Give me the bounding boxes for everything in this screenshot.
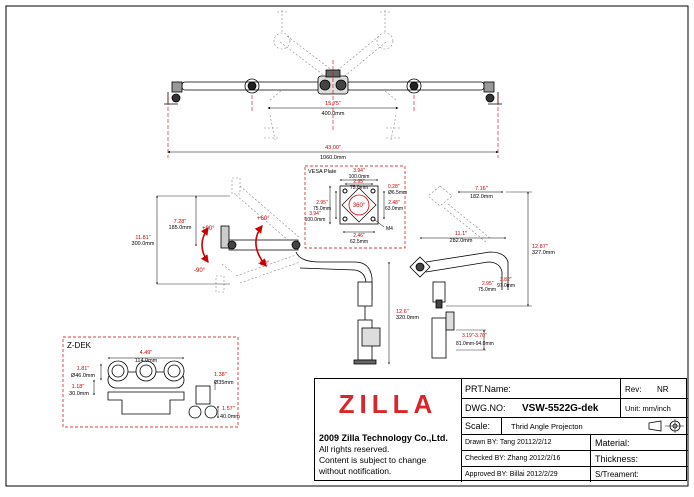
third-angle-projection-icon bbox=[648, 419, 684, 433]
right-dim-height-inch: 12.87" bbox=[532, 244, 548, 250]
projection-label: Thrid Angle Projecton bbox=[511, 421, 583, 431]
dim-top-400-inch: 15.75" bbox=[325, 101, 341, 107]
zdek-dim-d-inch: 1.38" bbox=[214, 372, 227, 378]
vesa-d4-inch: 2.95" bbox=[316, 200, 328, 206]
vesa-plate bbox=[304, 165, 406, 249]
title-block: ZILLA 2009 Zilla Technology Co.,Ltd. All… bbox=[314, 378, 688, 482]
zdek-dim-c-inch: 1.18" bbox=[72, 384, 85, 390]
right-dim-reach-mm: 282.0mm bbox=[450, 238, 473, 244]
change-note-1: Content is subject to change bbox=[319, 455, 427, 465]
dim-top-1060-mm: 1060.0mm bbox=[320, 155, 346, 161]
zdek-dim-e-inch: 1.57" bbox=[222, 406, 235, 412]
zdek-dim-e-mm: 40.0mm bbox=[220, 414, 240, 420]
side-angle-plus60: +60° bbox=[257, 216, 270, 222]
rev-value: NR bbox=[657, 384, 669, 394]
surface-treatment-label: S/Treament: bbox=[595, 470, 639, 479]
vesa-d4-mm: 75.0mm bbox=[313, 206, 331, 212]
right-dim-d5-mm: 97.0mm bbox=[497, 283, 515, 289]
right-dim-top-mm: 182.0mm bbox=[470, 194, 493, 200]
right-dim-height-mm: 327.0mm bbox=[532, 250, 555, 256]
approved-by: Approved BY: Billai 2012/2/29 bbox=[465, 471, 558, 478]
vesa-d3-mm: Ø6.5mm bbox=[388, 190, 407, 196]
vesa-d7-inch: 2.46" bbox=[353, 233, 365, 239]
change-note-2: without notification. bbox=[319, 466, 392, 476]
zilla-logo: ZILLA bbox=[315, 379, 461, 429]
side-dim-pole-mm: 320.0mm bbox=[396, 315, 419, 321]
right-dim-d4-inch: 2.95" bbox=[482, 281, 494, 287]
vesa-d1-inch: 3.94" bbox=[353, 168, 365, 174]
vesa-d1-mm: 100.0mm bbox=[349, 174, 370, 180]
unit-label: Unit: mm/inch bbox=[625, 403, 671, 413]
vesa-d5-mm: 100.0mm bbox=[305, 217, 326, 223]
top-view bbox=[164, 10, 502, 158]
vesa-d6-mm: 63.0mm bbox=[385, 206, 403, 212]
side-angle-plus90: +90° bbox=[202, 226, 215, 232]
rev-label: Rev: bbox=[625, 384, 642, 394]
vesa-d5-inch: 3.94" bbox=[309, 211, 321, 217]
right-dim-d4-mm: 75.0mm bbox=[478, 287, 496, 293]
zdek-dim-b-inch: 1.81" bbox=[77, 366, 90, 372]
vesa-d6-inch: 2.48" bbox=[388, 200, 400, 206]
zdek-dim-a-mm: 114.0mm bbox=[135, 358, 158, 364]
drawn-by: Drawn BY: Tang 20112/2/12 bbox=[465, 439, 552, 446]
side-dim-pole-inch: 12.6" bbox=[396, 309, 409, 315]
zdek-dim-b-mm: Ø46.0mm bbox=[71, 373, 96, 379]
right-dim-d5-inch: 3.82" bbox=[500, 277, 512, 283]
right-dim-clamp-mm: 81.0mm-94.0mm bbox=[456, 341, 494, 347]
zdek-dim-a-inch: 4.49" bbox=[140, 350, 153, 356]
vesa-screw: M4 bbox=[386, 226, 393, 232]
zdek-dim-d-mm: Ø35mm bbox=[214, 380, 234, 386]
dwg-no-label: DWG.NO: bbox=[465, 403, 506, 413]
vesa-d7-mm: 62.5mm bbox=[350, 239, 368, 245]
copyright-note: All rights reserved. bbox=[319, 444, 390, 454]
material-label: Material: bbox=[595, 437, 630, 448]
side-angle-minus30: -30° bbox=[258, 261, 270, 267]
right-dim-top-inch: 7.16" bbox=[475, 186, 488, 192]
checked-by: Checked BY: Zhang 2012/2/16 bbox=[465, 455, 561, 462]
right-view bbox=[409, 185, 532, 359]
thickness-label: Thickness: bbox=[595, 453, 639, 464]
scale-label: Scale: bbox=[465, 421, 491, 431]
right-dim-clamp-inch: 3.19"-3.70" bbox=[462, 333, 487, 339]
vesa-title: VESA Plate bbox=[308, 169, 336, 175]
side-dim-total-inch: 11.81" bbox=[135, 235, 150, 241]
dwg-no-value: VSW-5522G-dek bbox=[522, 402, 599, 414]
zdek-dim-c-mm: 30.0mm bbox=[69, 391, 89, 397]
prt-name-label: PRT.Name: bbox=[465, 384, 511, 394]
sheet-border bbox=[5, 5, 689, 487]
dim-top-400-mm: 400.0mm bbox=[322, 111, 345, 117]
company-info: 2009 Zilla Technology Co.,Ltd. All right… bbox=[319, 433, 461, 477]
dim-top-1060-inch: 43.00" bbox=[325, 145, 341, 151]
company-name: 2009 Zilla Technology Co.,Ltd. bbox=[319, 433, 448, 443]
zdek-frame bbox=[62, 336, 239, 428]
zdek-drawing bbox=[93, 357, 219, 419]
zdek-title: Z-DEK bbox=[67, 341, 92, 350]
vesa-rotation: 360° bbox=[353, 203, 366, 209]
side-dim-arm-inch: 7.28" bbox=[174, 219, 187, 225]
logo-text: ZILLA bbox=[338, 388, 438, 419]
vesa-d3-inch: 0.28" bbox=[388, 184, 400, 190]
side-view bbox=[156, 177, 390, 365]
side-angle-minus90: -90° bbox=[194, 268, 206, 274]
vesa-d2-mm: 75.0mm bbox=[350, 185, 368, 191]
vesa-d2-inch: 2.95" bbox=[353, 179, 365, 185]
side-dim-total-mm: 300.0mm bbox=[132, 241, 155, 247]
right-dim-reach-inch: 11.1" bbox=[455, 231, 467, 237]
side-dim-arm-mm: 185.0mm bbox=[169, 225, 192, 231]
